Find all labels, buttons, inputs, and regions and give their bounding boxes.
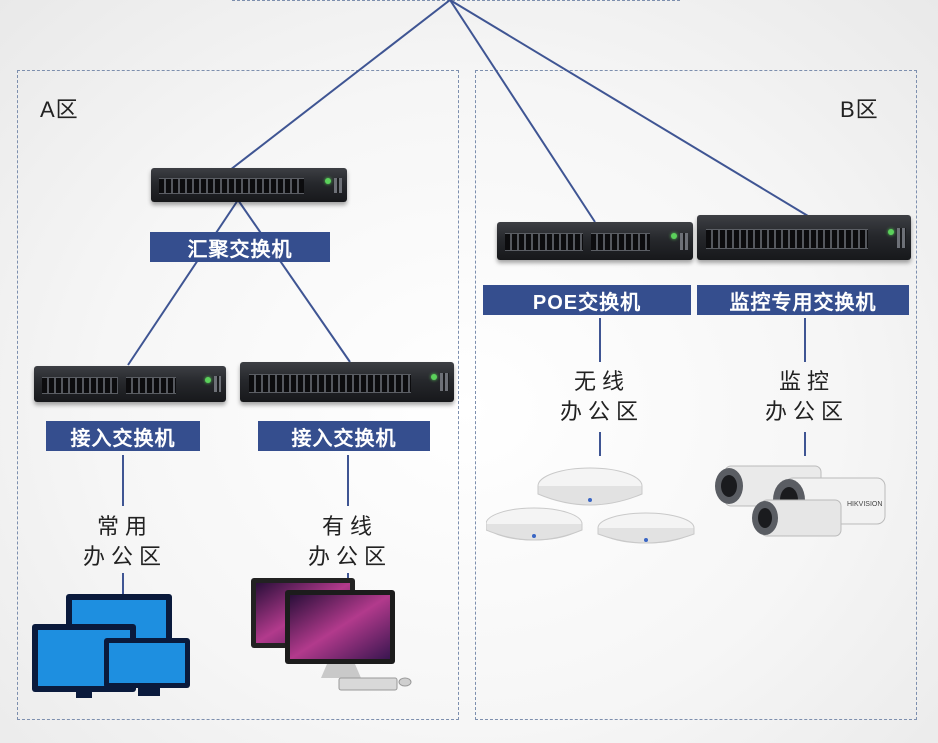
desktop-monitors-icon	[32, 594, 190, 698]
bullet-cameras-icon: HIKVISION	[715, 465, 886, 537]
zone-a-label: A区	[40, 97, 79, 122]
poe-switch	[497, 222, 693, 260]
camera-brand-logo: HIKVISION	[847, 501, 882, 508]
monitoring-switch-label: 监控专用交换机	[697, 285, 909, 315]
link-aggregation-access1	[127, 199, 239, 366]
monitoring-office-line2: 办公区	[764, 399, 849, 424]
wireless-access-points-icon	[486, 467, 695, 544]
monitoring-office-label: 监控 办公区	[760, 367, 854, 427]
wired-office-line1: 有线	[321, 514, 378, 539]
wireless-office-label: 无线 办公区	[555, 367, 649, 427]
access-switch-1	[34, 366, 226, 402]
common-office-label: 常用 办公区	[78, 512, 172, 572]
core-boundary-line	[232, 0, 680, 1]
aggregation-switch-label: 汇聚交换机	[150, 232, 330, 262]
poe-switch-label: POE交换机	[483, 285, 691, 315]
zone-b-label: B区	[840, 97, 879, 122]
link-aggregation-access2	[237, 199, 351, 363]
link-core-poe	[449, 0, 596, 223]
common-office-line2: 办公区	[82, 544, 167, 569]
zone-a	[17, 70, 459, 720]
wireless-office-line2: 办公区	[559, 399, 644, 424]
wired-office-line2: 办公区	[307, 544, 392, 569]
monitoring-office-line1: 监控	[778, 369, 835, 394]
access-switch-1-label: 接入交换机	[46, 421, 200, 451]
common-office-line1: 常用	[96, 514, 153, 539]
link-core-aggregation	[229, 0, 451, 171]
wireless-office-line1: 无线	[573, 369, 630, 394]
zone-b	[475, 70, 917, 720]
aggregation-switch	[151, 168, 347, 202]
access-switch-2-label: 接入交换机	[258, 421, 430, 451]
link-core-monitoring	[449, 0, 809, 217]
wired-office-label: 有线 办公区	[303, 512, 397, 572]
all-in-one-pc-icon	[251, 578, 412, 691]
access-switch-2	[240, 362, 454, 402]
monitoring-switch	[697, 215, 911, 260]
